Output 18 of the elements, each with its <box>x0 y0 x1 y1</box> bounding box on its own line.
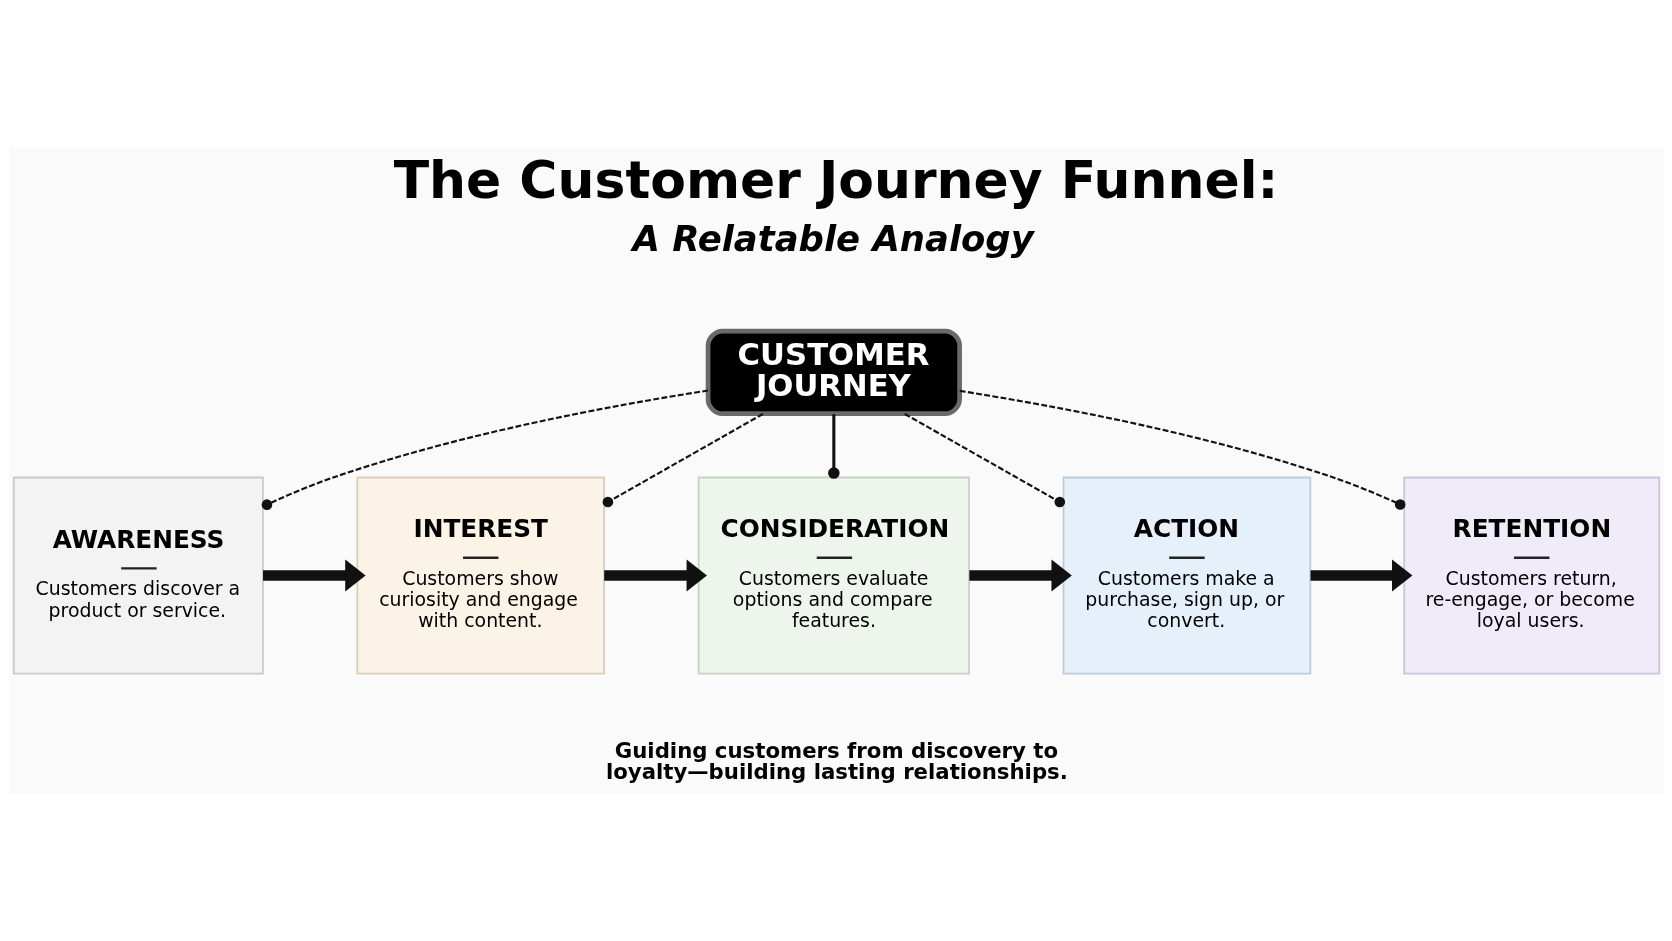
connector <box>602 412 763 507</box>
diagram-title: The Customer Journey Funnel: <box>393 149 1278 210</box>
arrow <box>262 558 366 592</box>
arrow <box>1310 558 1412 592</box>
connector <box>827 413 840 479</box>
connector <box>261 388 708 510</box>
connector <box>959 389 1405 510</box>
node-box: INTEREST Customers show curiosity and engage with content. <box>355 476 605 674</box>
connector <box>903 412 1065 507</box>
node-box: RETENTION Customers return, re-engage, or become loyal users. <box>1402 476 1660 674</box>
label: A Relatable Analogy <box>632 217 1034 259</box>
node-box: ACTION Customers make a purchase, sign up, or convert. <box>1062 476 1311 674</box>
arrow <box>603 558 707 592</box>
arrow <box>968 558 1072 592</box>
node-box: CONSIDERATION Customers evaluate options and compare features. <box>697 476 970 674</box>
label: Guiding customers from discovery to loyalty—building lasting relationships. <box>605 737 1068 784</box>
node-box: CUSTOMER JOURNEY <box>705 328 962 416</box>
node-box: AWARENESS Customers discover a product or service. <box>12 476 264 674</box>
